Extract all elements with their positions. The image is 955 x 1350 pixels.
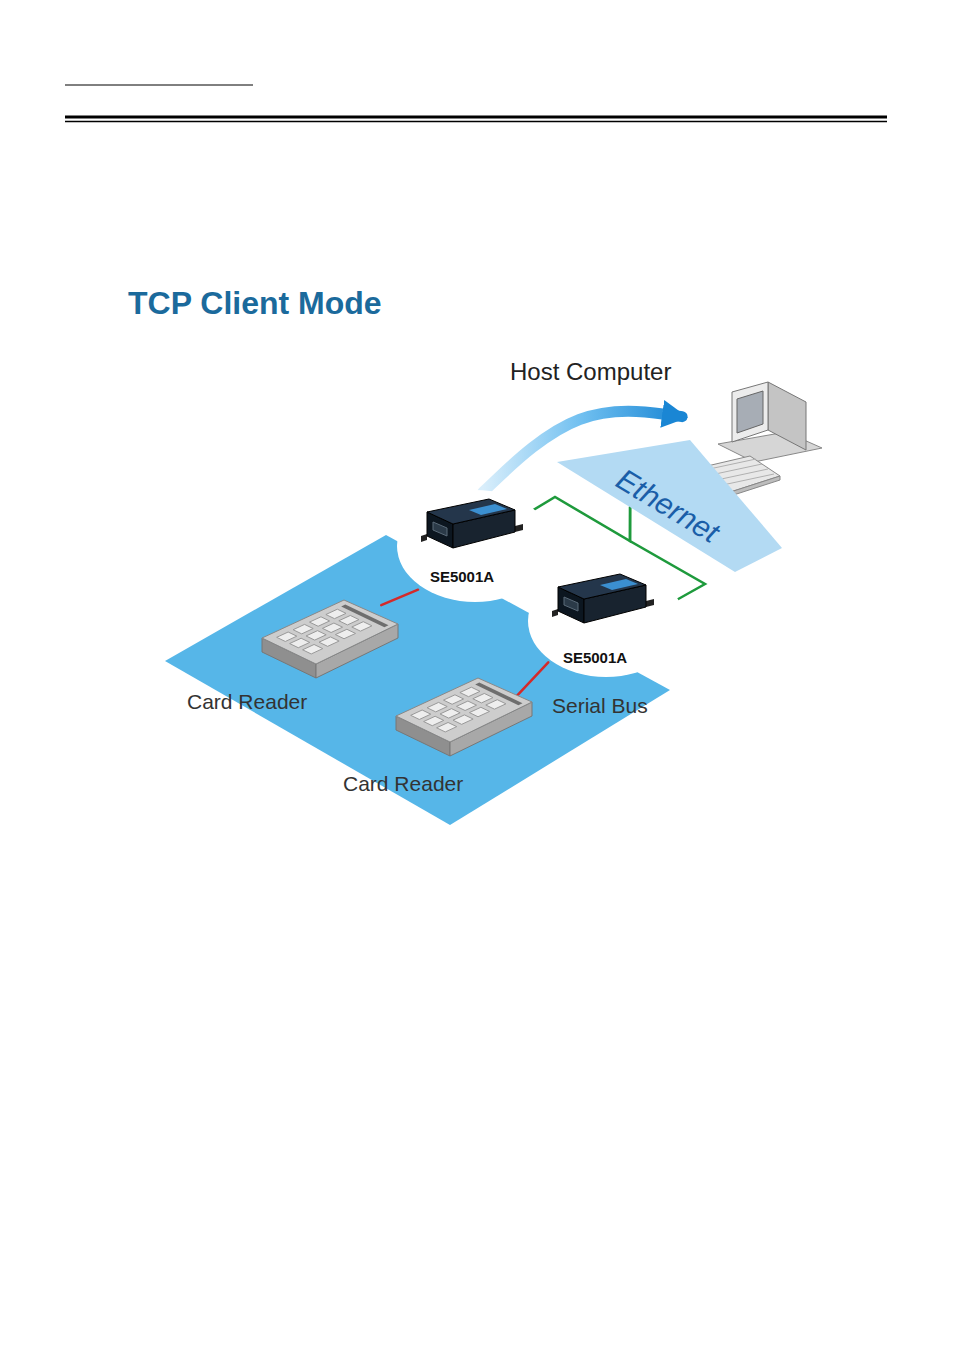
reader-key: [473, 693, 493, 702]
device-patch: [528, 565, 684, 677]
reader-top: [262, 600, 398, 664]
reader-key: [293, 624, 313, 633]
card-slot: [475, 683, 522, 706]
mount-ear: [421, 534, 427, 542]
serial-cable: [381, 590, 418, 606]
device-node: SE5001A: [528, 565, 684, 677]
reader-key: [319, 637, 339, 646]
card-slot: [341, 605, 388, 628]
mount-ear: [552, 609, 558, 617]
header-rule: [65, 116, 887, 119]
serial-port: [564, 597, 578, 611]
monitor-screen: [737, 391, 763, 433]
monitor-side: [768, 382, 806, 450]
reader-key: [339, 615, 359, 624]
reader-key: [469, 707, 489, 716]
reader-key: [440, 709, 460, 718]
reader-key: [290, 638, 310, 647]
device-label: [600, 579, 638, 590]
device-label: [469, 504, 507, 515]
reader-key: [424, 716, 444, 725]
header-rule: [65, 85, 253, 86]
reader-key: [309, 617, 329, 626]
reader-key: [322, 623, 342, 632]
reader-top: [396, 678, 532, 742]
reader-key: [306, 631, 326, 640]
serial-cable: [515, 662, 548, 697]
node-label: Host Computer: [510, 358, 671, 386]
device-model: SE5001A: [430, 568, 494, 585]
bus-label: Serial Bus: [552, 694, 648, 718]
reader-key: [277, 632, 297, 641]
node-label: Card Reader: [187, 690, 307, 714]
reader-key: [443, 695, 463, 704]
serial-port: [433, 522, 447, 536]
header-rule: [65, 121, 887, 123]
reader-key: [427, 702, 447, 711]
reader-key: [460, 687, 480, 696]
reader-key: [456, 701, 476, 710]
reader-key: [326, 609, 346, 618]
mount-ear: [515, 524, 523, 532]
reader-key: [437, 722, 457, 731]
monitor-front: [732, 382, 768, 442]
node-label: Card Reader: [343, 772, 463, 796]
device-figure: [397, 490, 553, 602]
reader-node: Card Reader: [392, 676, 532, 770]
reader-key: [486, 700, 506, 709]
reader-figure: [258, 598, 403, 688]
device-patch: [397, 490, 553, 602]
device-node: SE5001A: [397, 490, 553, 602]
reader-figure: [392, 676, 532, 770]
reader-key: [453, 715, 473, 724]
device-top: [558, 574, 646, 599]
reader-key: [352, 622, 372, 631]
device-model: SE5001A: [563, 649, 627, 666]
reader-key: [411, 710, 431, 719]
diagram-title: TCP Client Mode: [128, 285, 382, 322]
device-top: [427, 499, 515, 524]
reader-key: [303, 644, 323, 653]
reader-node: Card Reader: [258, 598, 403, 688]
network-band: Ethernet: [556, 440, 784, 575]
reader-key: [335, 629, 355, 638]
mount-ear: [646, 599, 654, 607]
ethernet-band: [557, 440, 782, 572]
